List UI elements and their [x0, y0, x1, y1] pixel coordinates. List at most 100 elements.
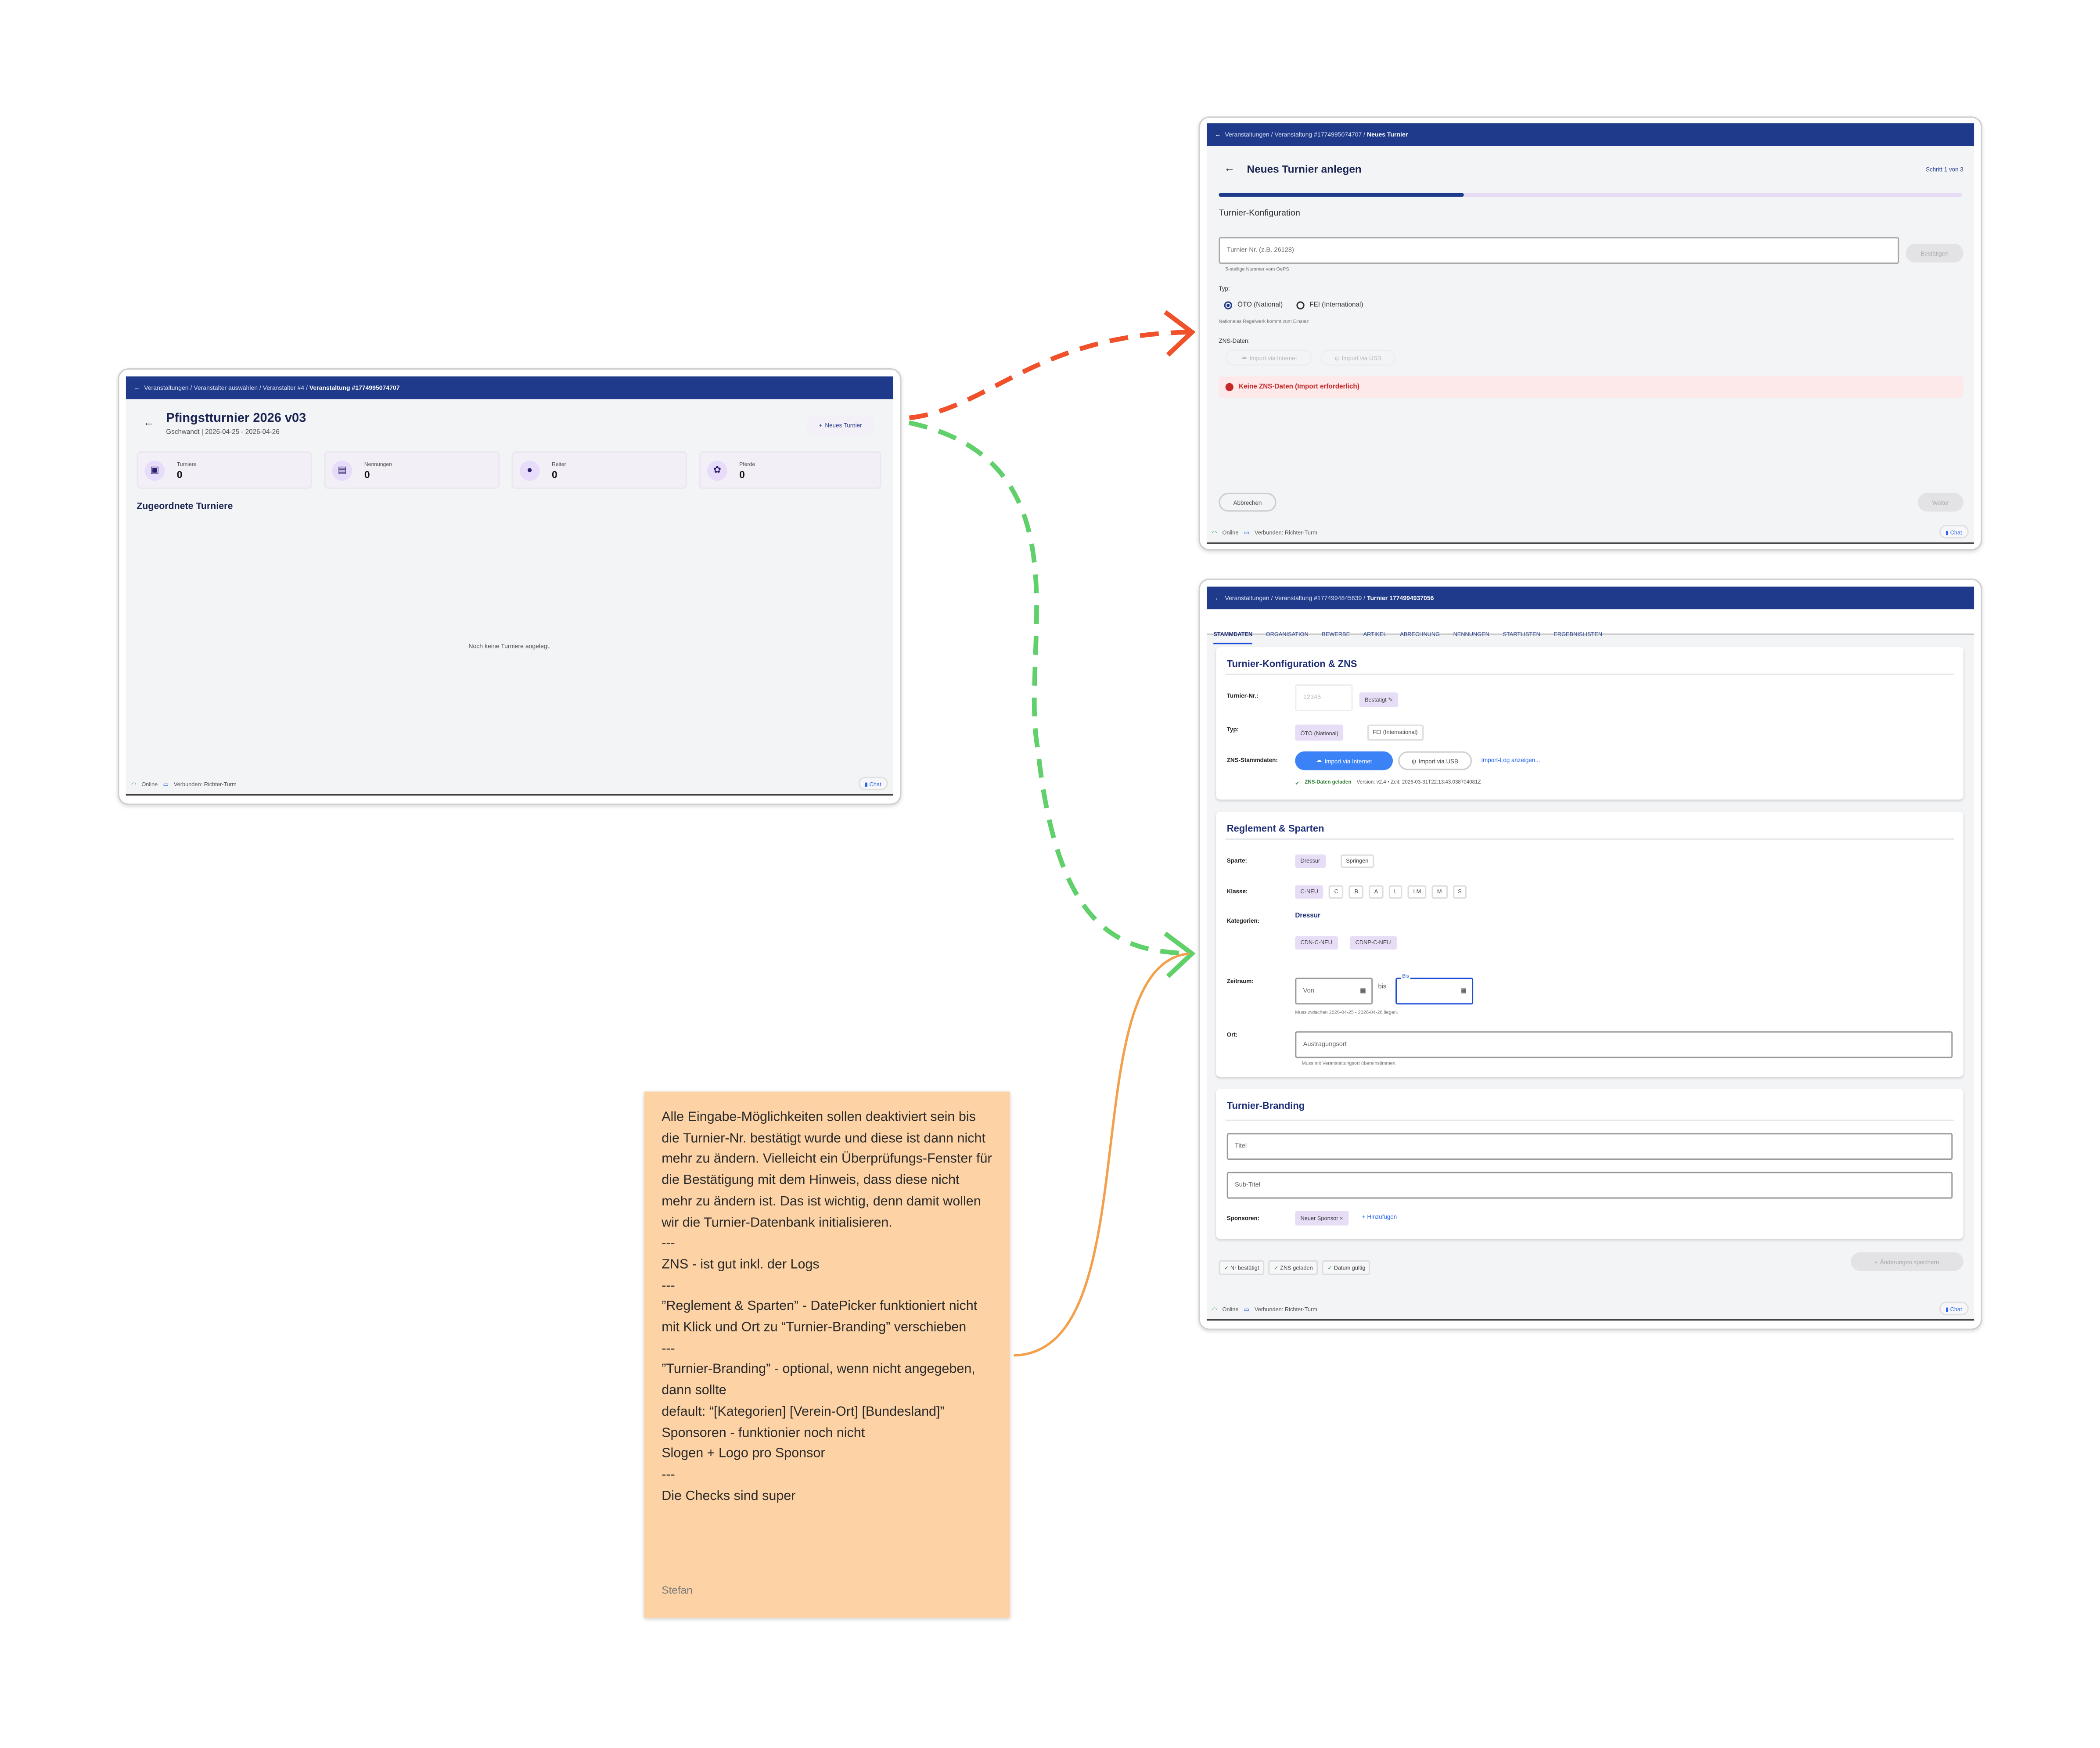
- status-footer: ◠Online▭Verbunden: Richter-Turm▮ Chat: [1212, 1302, 1969, 1317]
- tab-startlisten[interactable]: STARTLISTEN: [1503, 631, 1540, 638]
- card-branding: Turnier-Branding Titel Sub-Titel Sponsor…: [1216, 1089, 1963, 1239]
- type-label: Typ:: [1219, 285, 1230, 292]
- checkmark-icon: ✓: [1224, 1264, 1229, 1271]
- kategorien-group-title: Dressur: [1295, 912, 1320, 921]
- badge-label: Bestätigt: [1364, 696, 1387, 703]
- input-hint: 5-stellige Nummer vom OePS: [1225, 266, 1289, 272]
- kategorie-chip[interactable]: CDNP-C-NEU: [1350, 936, 1396, 950]
- confirm-button[interactable]: Bestätigen: [1906, 244, 1963, 263]
- type-chip-oto[interactable]: ÖTO (National): [1295, 724, 1344, 741]
- wifi-icon: ◠: [131, 780, 137, 788]
- floating-label: Bis: [1401, 974, 1410, 979]
- section-title: Turnier-Konfiguration: [1219, 209, 1300, 219]
- empty-state-text: Noch keine Turniere angelegt.: [468, 643, 551, 650]
- klasse-chip[interactable]: C-NEU: [1295, 885, 1324, 899]
- type-hint: Nationales Regelwerk kommt zum Einsatz: [1219, 319, 1309, 324]
- field-label: Klasse:: [1226, 888, 1248, 895]
- back-arrow-icon[interactable]: ←: [143, 416, 154, 429]
- back-arrow-icon[interactable]: ←: [1215, 594, 1221, 601]
- chat-icon: ▮: [1945, 529, 1949, 536]
- date-to-input[interactable]: Bis ▦: [1395, 974, 1474, 1005]
- connection-status: Verbunden: Richter-Turm: [1254, 1306, 1317, 1313]
- zns-meta: Version: v2.4 • Zeit: 2026-03-31T22:13:4…: [1356, 779, 1481, 785]
- sparte-chip-springen[interactable]: Springen: [1341, 854, 1374, 868]
- note-text: Alle Eingabe-Möglichkeiten sollen deakti…: [662, 1110, 992, 1504]
- breadcrumb-item[interactable]: Veranstaltungen: [1225, 131, 1269, 138]
- breadcrumb-item[interactable]: Veranstaltungen: [144, 384, 189, 391]
- chat-button[interactable]: ▮ Chat: [858, 777, 888, 791]
- breadcrumb-item[interactable]: Veranstaltung #1774994845639: [1274, 594, 1362, 601]
- klasse-chip[interactable]: M: [1431, 885, 1447, 899]
- status-footer: ◠Online▭Verbunden: Richter-Turm▮ Chat: [131, 777, 888, 792]
- status-footer: ◠Online▭Verbunden: Richter-Turm▮ Chat: [1212, 525, 1969, 540]
- document-icon: ▤: [332, 460, 352, 481]
- calendar-icon[interactable]: ▦: [1360, 988, 1366, 995]
- date-from-input[interactable]: Von▦: [1295, 978, 1373, 1005]
- tab-bewerbe[interactable]: BEWERBE: [1322, 631, 1350, 638]
- klasse-chip[interactable]: C: [1329, 885, 1344, 899]
- tab-organisation[interactable]: ORGANISATION: [1266, 631, 1309, 638]
- calendar-icon[interactable]: ▦: [1460, 988, 1467, 995]
- divider: [1225, 1119, 1954, 1121]
- radio-oto[interactable]: [1224, 301, 1232, 309]
- tab-bar: STAMMDATEN ORGANISATION BEWERBE ARTIKEL ABRE…: [1206, 609, 1974, 644]
- tab-ergebnislisten[interactable]: ERGEBNISLISTEN: [1553, 631, 1603, 638]
- breadcrumb-item[interactable]: Veranstaltungen: [1225, 594, 1269, 601]
- zns-status: ZNS-Daten geladen: [1305, 779, 1352, 785]
- tab-nennungen[interactable]: NENNUNGEN: [1453, 631, 1489, 638]
- range-separator: bis: [1378, 984, 1387, 991]
- breadcrumb-item[interactable]: Veranstalter #4: [262, 384, 305, 391]
- confirmed-badge[interactable]: Bestätigt ✎: [1359, 692, 1399, 707]
- breadcrumb-item[interactable]: Veranstaltung #1774995074707: [1274, 131, 1362, 138]
- online-status: Online: [1222, 529, 1239, 536]
- chat-button[interactable]: ▮ Chat: [1938, 525, 1969, 539]
- title-input[interactable]: Titel: [1226, 1133, 1953, 1160]
- button-label: Import via Internet: [1249, 354, 1297, 361]
- location-input[interactable]: Austragungsort: [1295, 1031, 1953, 1058]
- new-tournament-label: Neues Turnier: [825, 422, 862, 429]
- stat-label: Pferde: [739, 460, 755, 468]
- next-button[interactable]: Weiter: [1918, 493, 1963, 512]
- add-sponsor-link[interactable]: + Hinzufügen: [1362, 1213, 1397, 1220]
- subtitle-input[interactable]: Sub-Titel: [1226, 1172, 1953, 1199]
- check-zns-loaded: ✓ ZNS geladen: [1268, 1260, 1318, 1275]
- klasse-chip[interactable]: B: [1349, 885, 1364, 899]
- import-internet-button[interactable]: ☁Import via Internet: [1225, 349, 1312, 366]
- type-chip-fei[interactable]: FEI (International): [1367, 724, 1423, 741]
- back-arrow-icon[interactable]: ←: [134, 384, 140, 391]
- breadcrumb-item[interactable]: Veranstalter auswählen: [194, 384, 258, 391]
- chat-button[interactable]: ▮ Chat: [1938, 1302, 1969, 1316]
- cancel-button[interactable]: Abbrechen: [1219, 493, 1277, 512]
- new-tournament-button[interactable]: +Neues Turnier: [806, 415, 875, 435]
- import-internet-button[interactable]: ☁Import via Internet: [1295, 751, 1393, 770]
- tab-stammdaten[interactable]: STAMMDATEN: [1213, 631, 1253, 644]
- klasse-chip[interactable]: LM: [1408, 885, 1427, 899]
- klasse-chip[interactable]: S: [1453, 885, 1467, 899]
- chat-icon: ▮: [864, 780, 868, 788]
- tab-abrechnung[interactable]: ABRECHNUNG: [1400, 631, 1440, 638]
- sparte-chip-dressur[interactable]: Dressur: [1295, 854, 1326, 868]
- stat-label: Turniere: [176, 460, 197, 468]
- sponsor-chip[interactable]: Neuer Sponsor ×: [1295, 1211, 1348, 1226]
- breadcrumb: ←Veranstaltungen / Veranstaltung #177499…: [1206, 123, 1974, 146]
- klasse-chip[interactable]: L: [1388, 885, 1403, 899]
- import-log-link[interactable]: Import-Log anzeigen...: [1481, 756, 1540, 764]
- save-changes-button[interactable]: ▪Änderungen speichern: [1851, 1252, 1963, 1271]
- klasse-chip[interactable]: A: [1369, 885, 1384, 899]
- stat-value: 0: [739, 468, 745, 481]
- check-circle-icon: ✔: [1295, 780, 1300, 786]
- field-value: 12345: [1303, 694, 1321, 701]
- tab-artikel[interactable]: ARTIKEL: [1363, 631, 1387, 638]
- back-arrow-icon[interactable]: ←: [1215, 131, 1221, 138]
- tournament-number-input[interactable]: Turnier-Nr. (z.B. 26128): [1219, 237, 1899, 264]
- kategorie-chip[interactable]: CDN-C-NEU: [1295, 936, 1338, 950]
- validation-checks: ✓ Nr bestätigt ✓ ZNS geladen ✓ Datum gül…: [1219, 1260, 1371, 1275]
- radio-fei[interactable]: [1296, 301, 1305, 309]
- back-arrow-icon[interactable]: ←: [1224, 162, 1235, 174]
- pencil-icon: ✎: [1388, 696, 1393, 703]
- close-icon[interactable]: ×: [1340, 1215, 1343, 1222]
